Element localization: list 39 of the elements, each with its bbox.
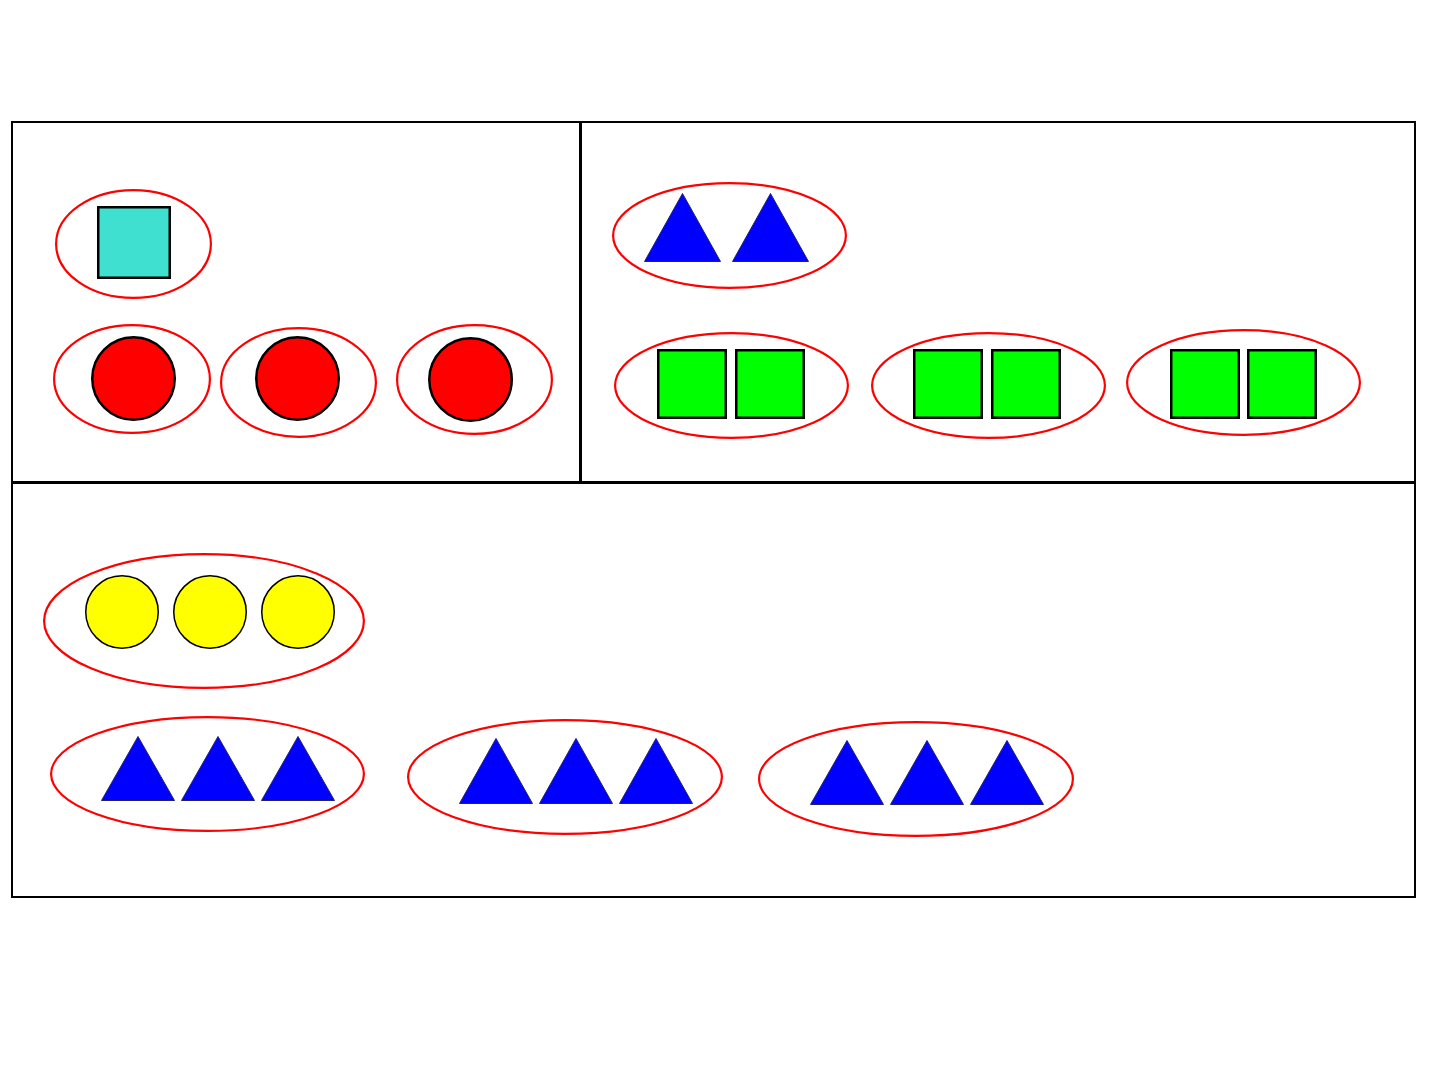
triangle-icon xyxy=(890,740,964,805)
grouping-oval xyxy=(220,327,377,438)
square-icon xyxy=(1247,349,1317,419)
group-panel xyxy=(11,481,1416,898)
circle-icon xyxy=(261,575,335,649)
grouping-oval xyxy=(407,719,723,835)
circle-icon xyxy=(173,575,247,649)
triangle-icon xyxy=(644,193,721,262)
triangle-icon xyxy=(732,193,809,262)
grouping-oval xyxy=(53,324,211,434)
triangle-icon xyxy=(619,738,693,804)
group-panel xyxy=(579,121,1416,484)
circle-icon xyxy=(85,575,159,649)
triangle-icon xyxy=(181,736,255,801)
square-icon xyxy=(913,349,983,419)
grouping-oval xyxy=(396,324,553,435)
grouping-oval xyxy=(1126,329,1361,436)
grouping-oval xyxy=(43,553,365,689)
triangle-icon xyxy=(261,736,335,801)
triangle-icon xyxy=(101,736,175,801)
circle-icon xyxy=(255,336,340,421)
triangle-icon xyxy=(459,738,533,804)
circle-icon xyxy=(91,336,176,421)
triangle-icon xyxy=(810,740,884,805)
group-panel xyxy=(11,121,582,484)
square-icon xyxy=(1170,349,1240,419)
grouping-oval xyxy=(50,716,365,832)
triangle-icon xyxy=(970,740,1044,805)
grouping-oval xyxy=(612,182,847,289)
square-icon xyxy=(97,206,171,279)
grouping-oval xyxy=(758,721,1074,837)
grouping-oval xyxy=(614,332,849,439)
circle-icon xyxy=(428,337,513,422)
square-icon xyxy=(657,349,727,419)
triangle-icon xyxy=(539,738,613,804)
square-icon xyxy=(991,349,1061,419)
grouping-oval xyxy=(871,332,1106,439)
grouping-oval xyxy=(55,189,212,299)
square-icon xyxy=(735,349,805,419)
